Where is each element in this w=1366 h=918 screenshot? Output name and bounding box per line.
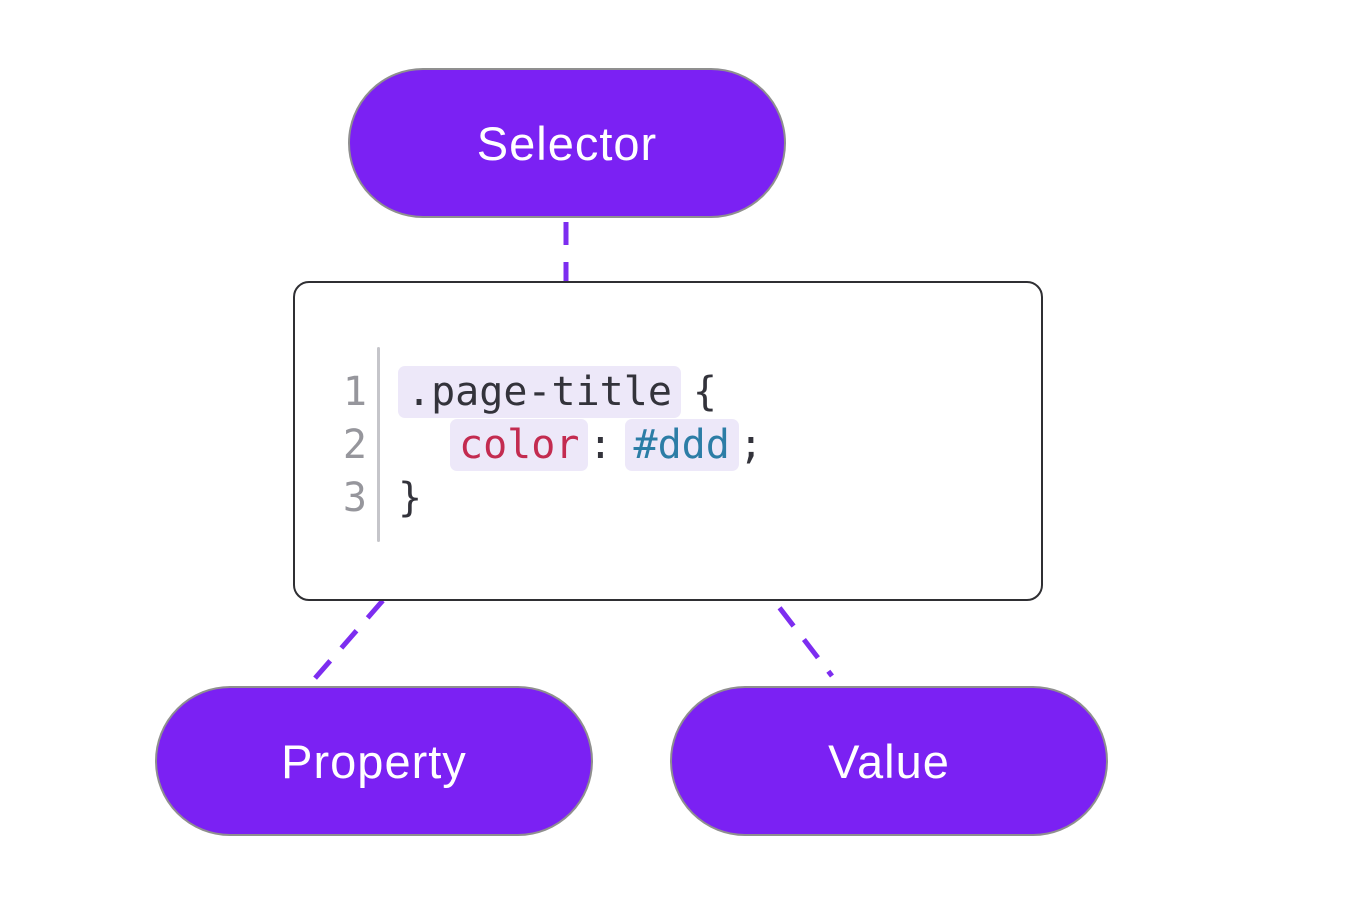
selector-node: Selector (348, 68, 786, 218)
close-brace-token: } (398, 474, 423, 521)
value-token: #ddd (624, 418, 739, 471)
code-line-2: color : #ddd ; (398, 418, 763, 471)
code-editor: 1 2 3 .page-title { color : #ddd ; } (333, 347, 763, 542)
line-number: 3 (342, 474, 367, 521)
line-number: 1 (342, 368, 367, 415)
property-node: Property (155, 686, 593, 836)
semicolon-token: ; (738, 421, 763, 468)
open-brace-token: { (692, 368, 717, 415)
colon-token: : (588, 421, 613, 468)
code-lines: .page-title { color : #ddd ; } (380, 347, 763, 542)
value-node-label: Value (828, 734, 950, 788)
property-token: color (450, 418, 589, 471)
code-line-3: } (398, 471, 763, 524)
gutter-divider (377, 347, 380, 542)
code-snippet-box: 1 2 3 .page-title { color : #ddd ; } (293, 281, 1043, 601)
line-number-gutter: 1 2 3 (333, 347, 367, 542)
value-node: Value (670, 686, 1108, 836)
line-number: 2 (342, 421, 367, 468)
selector-node-label: Selector (476, 116, 658, 170)
property-node-label: Property (281, 734, 467, 788)
selector-token: .page-title (398, 365, 681, 418)
code-line-1: .page-title { (398, 365, 763, 418)
